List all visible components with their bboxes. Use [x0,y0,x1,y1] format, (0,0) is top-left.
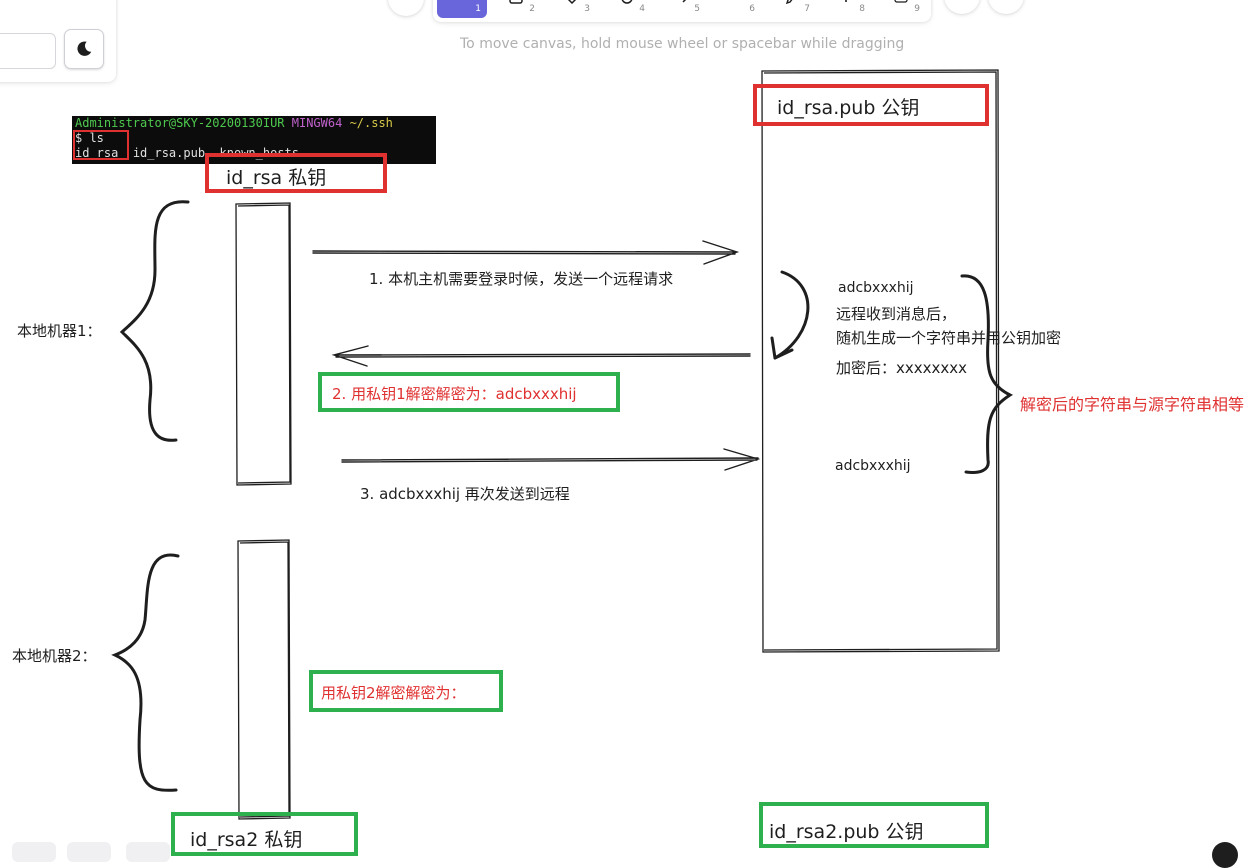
step-2-label: 2. 用私钥1解密解密为：adcbxxxhij [332,385,577,403]
arrow-encrypted-reply [331,345,751,367]
help-button[interactable] [1212,842,1238,868]
shape-toolbar: 1 2 3 4 5 6 7 8 9 [433,0,931,22]
decrypt-1-box [318,372,620,412]
tool-number: 3 [584,4,590,14]
arrow-send-back [341,448,761,471]
tool-number: 2 [529,4,535,14]
remote-server-box [761,69,1000,653]
public-key-1-box [753,84,989,126]
public-key-2-label: id_rsa2.pub 公钥 [769,821,924,843]
highlight-box [73,130,129,160]
step-1-label: 1. 本机主机需要登录时候，发送一个远程请求 [369,270,674,288]
tool-number: 5 [694,4,700,14]
arrow-request [312,240,740,265]
tool-text[interactable]: 8 [819,0,871,18]
brace-machine-1 [119,200,190,442]
terminal-command: $ ls [75,131,104,145]
tool-number: 9 [914,4,920,14]
tool-draw[interactable]: 7 [764,0,816,18]
remote-line-2: 随机生成一个字符串并用公钥加密 [836,329,1062,347]
tool-number: 4 [639,4,645,14]
tool-image[interactable]: 9 [874,0,926,18]
pencil-icon [786,0,793,4]
machine-2-decrypt-label: 用私钥2解密解密为： [321,684,466,702]
private-key-2-label: id_rsa2 私钥 [190,829,303,851]
local-machine-2-box [237,539,291,820]
step-3-label: 3. adcbxxxhij 再次发送到远程 [360,485,570,503]
tool-number: 7 [804,4,810,14]
rectangle-icon [509,0,523,4]
arrow-icon [682,0,687,3]
machine-1-label: 本地机器1： [17,322,102,340]
eraser-button[interactable] [944,0,980,14]
tool-arrow[interactable]: 5 [654,0,706,18]
library-button[interactable] [988,0,1024,14]
public-key-2-box [759,802,989,848]
compare-note: 解密后的字符串与源字符串相等 [1020,395,1245,414]
redo-button[interactable] [126,842,170,862]
tool-line[interactable]: 6 [709,0,761,18]
local-machine-1-box [235,202,292,486]
remote-line-1: 远程收到消息后， [836,305,957,323]
tool-hand[interactable]: 1 [437,0,487,18]
image-icon [894,0,908,3]
brace-compare [960,274,1014,474]
tool-number: 8 [859,4,865,14]
curved-arrow [773,270,810,360]
terminal-prompt: Administrator@SKY-20200130IUR MINGW64 ~/… [75,116,393,130]
remote-encrypted-label: 加密后：xxxxxxxx [836,359,968,377]
decrypt-2-box [309,670,503,712]
canvas-hint: To move canvas, hold mouse wheel or spac… [460,36,905,52]
remote-string-label: adcbxxxhij [838,280,914,296]
tool-number: 1 [475,4,481,14]
lock-button[interactable] [388,0,424,16]
tool-number: 6 [749,4,755,14]
private-key-1-label: id_rsa 私钥 [226,167,327,189]
public-key-1-label: id_rsa.pub 公钥 [777,97,920,119]
tool-diamond[interactable]: 3 [544,0,596,18]
zoom-controls[interactable] [12,842,56,862]
diamond-icon [567,0,577,4]
theme-toggle-button[interactable] [64,29,104,69]
text-icon [845,0,847,2]
private-key-1-box [205,153,387,193]
tool-rectangle[interactable]: 2 [489,0,541,18]
tool-ellipse[interactable]: 4 [599,0,651,18]
moon-icon [77,41,92,56]
ellipse-icon [621,0,633,4]
canvas-background-input[interactable] [0,33,56,69]
machine-2-label: 本地机器2： [12,647,97,665]
returned-string-label: adcbxxxhij [835,458,911,474]
brace-machine-2 [111,553,180,792]
undo-button[interactable] [67,842,111,862]
